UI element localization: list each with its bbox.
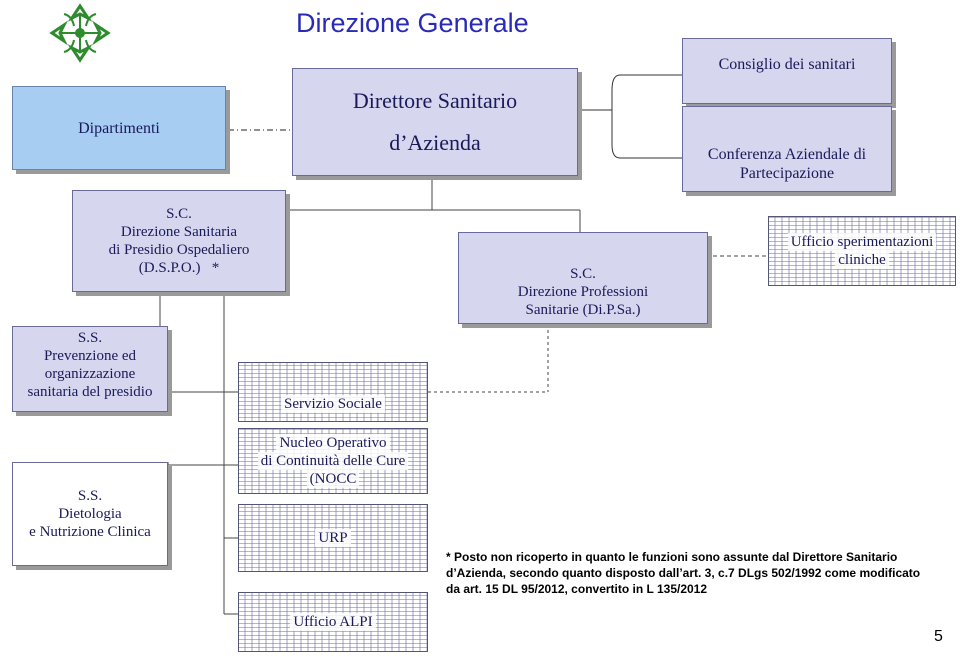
conferenza-line-2: Partecipazione <box>739 165 835 182</box>
servizio-sociale-label: Servizio Sociale <box>281 395 385 413</box>
sc-direzione-sanitaria-box: S.C. Direzione Sanitaria di Presidio Osp… <box>72 190 286 292</box>
green-cross-emblem-icon <box>49 3 111 63</box>
ufficio-alpi-box: Ufficio ALPI <box>238 592 428 652</box>
dipartimenti-label: Dipartimenti <box>78 119 160 137</box>
ufficio-alpi-label: Ufficio ALPI <box>290 613 376 631</box>
sc-prof-line-1: S.C. <box>570 266 596 282</box>
footnote: * Posto non ricoperto in quanto le funzi… <box>446 549 956 597</box>
footnote-line-2: d’Azienda, secondo quanto disposto dall’… <box>446 566 921 580</box>
ufficio-sper-line-2: cliniche <box>835 251 889 269</box>
ss-dietologia-box: S.S. Dietologia e Nutrizione Clinica <box>12 462 168 566</box>
consiglio-sanitari-box: Consiglio dei sanitari <box>682 38 892 104</box>
ss-prev-line-1: S.S. <box>77 330 103 346</box>
direttore-line-1: Direttore Sanitario <box>352 88 518 113</box>
direttore-line-2: d’Azienda <box>389 130 481 155</box>
sc-dir-san-line-1: S.C. <box>166 206 192 222</box>
urp-box: URP <box>238 504 428 572</box>
urp-label: URP <box>315 529 351 547</box>
ss-prev-line-3: organizzazione <box>44 366 136 382</box>
nocc-line-3: (NOCC <box>306 470 360 488</box>
ss-prev-line-2: Prevenzione ed <box>43 348 137 364</box>
nocc-box: Nucleo Operativo di Continuità delle Cur… <box>238 428 428 494</box>
ss-prevenzione-box: S.S. Prevenzione ed organizzazione sanit… <box>12 326 168 412</box>
sc-prof-line-2: Direzione Professioni <box>517 284 649 300</box>
page-number: 5 <box>934 628 943 645</box>
direttore-sanitario-box: Direttore Sanitario d’Azienda <box>292 68 578 176</box>
sc-dir-san-line-3: di Presidio Ospedaliero <box>108 242 250 258</box>
sc-dir-san-line-4: (D.S.P.O.) * <box>138 260 220 276</box>
ss-diet-line-2: Dietologia <box>58 506 122 522</box>
nocc-line-1: Nucleo Operativo <box>276 434 390 452</box>
servizio-sociale-box: Servizio Sociale <box>238 362 428 422</box>
sc-direzione-professioni-box: S.C. Direzione Professioni Sanitarie (Di… <box>458 232 708 324</box>
footnote-line-3: da art. 15 DL 95/2012, convertito in L 1… <box>446 582 708 596</box>
ss-prev-line-4: sanitaria del presidio <box>27 384 153 400</box>
sc-prof-line-3: Sanitarie (Di.P.Sa.) <box>525 302 641 318</box>
ss-diet-line-3: e Nutrizione Clinica <box>29 524 151 540</box>
ufficio-sper-line-1: Ufficio sperimentazioni <box>787 233 937 251</box>
nocc-line-2: di Continuità delle Cure <box>257 452 409 470</box>
sc-dir-san-line-2: Direzione Sanitaria <box>120 224 238 240</box>
dipartimenti-box: Dipartimenti <box>12 86 226 170</box>
consiglio-label: Consiglio dei sanitari <box>718 56 856 73</box>
ss-diet-line-1: S.S. <box>77 488 103 504</box>
ufficio-sperimentazioni-box: Ufficio sperimentazioni cliniche <box>768 216 956 286</box>
page-title: Direzione Generale <box>296 8 529 38</box>
conferenza-line-1: Conferenza Aziendale di <box>707 146 867 163</box>
conferenza-aziendale-box: Conferenza Aziendale di Partecipazione <box>682 106 892 192</box>
footnote-line-1: * Posto non ricoperto in quanto le funzi… <box>446 550 898 564</box>
